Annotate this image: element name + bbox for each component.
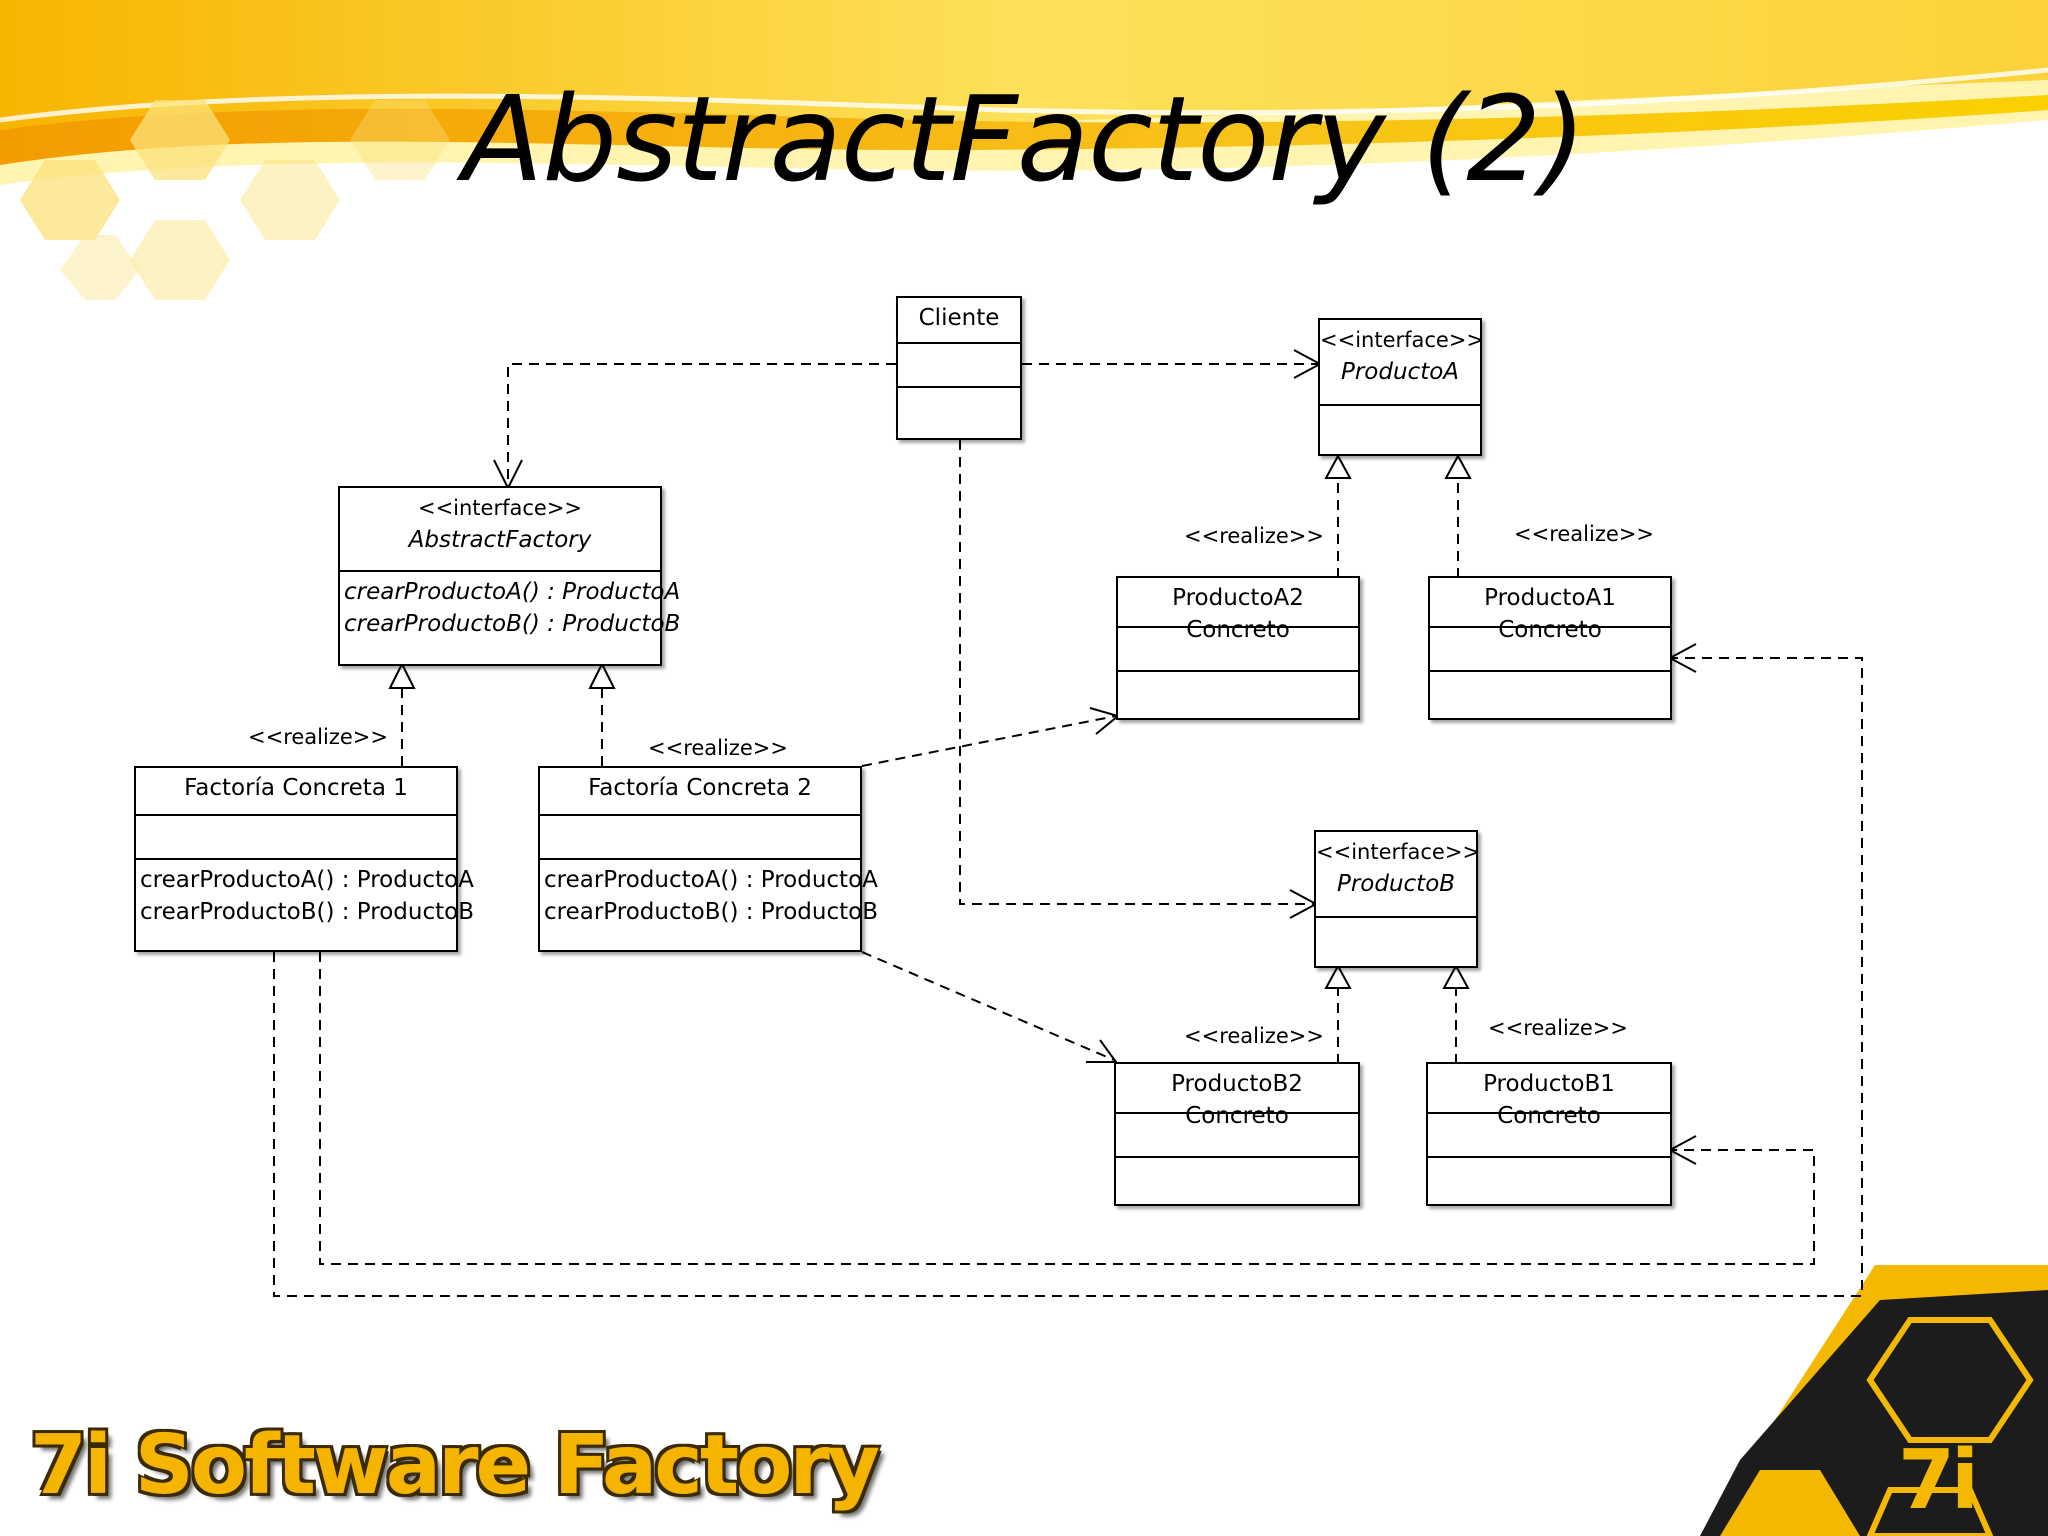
triangle-a1 — [1444, 453, 1472, 479]
realize-label: <<realize>> — [1184, 1024, 1324, 1048]
stereotype-label: <<interface>> — [1320, 328, 1485, 352]
corner-logo-text: 7i — [1898, 1433, 1979, 1528]
operation: crearProductoB() : ProductoB — [140, 899, 474, 925]
operation: crearProductoA() : ProductoA — [344, 579, 681, 605]
class-productoA1-concreto: ProductoA1 Concreto — [1428, 576, 1672, 720]
interface-productoB-name: ProductoB — [1336, 871, 1456, 897]
class-factoria-concreta-2: Factoría Concreta 2 crearProductoA() : P… — [538, 766, 878, 952]
interface-productoB: <<interface>> ProductoB — [1314, 830, 1481, 968]
triangle-b2 — [1324, 963, 1352, 989]
realize-label: <<realize>> — [648, 736, 788, 760]
class-factoria1-name: Factoría Concreta 1 — [184, 775, 408, 801]
hexagon-pattern-top — [20, 100, 450, 300]
interface-abstractfactory: <<interface>> AbstractFactory crearProdu… — [338, 486, 681, 666]
corner-hex-logo — [1700, 1265, 2048, 1536]
class-cliente-name: Cliente — [918, 305, 1000, 331]
class-productoA1-name: ProductoA1 Concreto — [1484, 585, 1616, 643]
brand-logo-text: 7i Software Factory — [30, 1418, 880, 1513]
class-factoria-concreta-1: Factoría Concreta 1 crearProductoA() : P… — [134, 766, 474, 952]
header-swoosh — [0, 0, 2048, 185]
triangle-f1 — [388, 661, 416, 689]
dep-factoria2-productoA2 — [861, 715, 1117, 767]
stereotype-label: <<interface>> — [1316, 840, 1481, 864]
stereotype-label: <<interface>> — [417, 496, 583, 520]
class-productoB1-name: ProductoB1 Concreto — [1483, 1071, 1615, 1129]
interface-productoA: <<interface>> ProductoA — [1318, 318, 1485, 456]
class-productoA2-name: ProductoA2 Concreto — [1172, 585, 1304, 643]
class-productoA2-concreto: ProductoA2 Concreto — [1116, 576, 1360, 720]
arrowhead-productoA2 — [1089, 707, 1121, 735]
operations-list: crearProductoA() : ProductoA crearProduc… — [340, 570, 681, 664]
realize-label: <<realize>> — [1488, 1016, 1628, 1040]
dep-factoria1-productoB1 — [319, 952, 1815, 1265]
dep-factoria2-productoB2 — [861, 951, 1115, 1061]
dep-cliente-abstractfactory — [507, 363, 896, 486]
class-productoB2-name: ProductoB2 Concreto — [1171, 1071, 1303, 1129]
class-productoB1-concreto: ProductoB1 Concreto — [1426, 1062, 1672, 1206]
realize-label: <<realize>> — [1514, 522, 1654, 546]
arrowhead-productoB2 — [1086, 1039, 1118, 1063]
interface-productoA-name: ProductoA — [1340, 359, 1460, 385]
realize-label: <<realize>> — [1184, 524, 1324, 548]
class-factoria2-name: Factoría Concreta 2 — [588, 775, 812, 801]
realize-label: <<realize>> — [248, 725, 388, 749]
operations-list: crearProductoA() : ProductoA crearProduc… — [136, 858, 474, 950]
dep-factoria1-productoA1 — [273, 657, 1863, 1297]
triangle-a2 — [1324, 453, 1352, 479]
triangle-f2 — [588, 661, 616, 689]
class-cliente: Cliente — [896, 296, 1022, 440]
operation: crearProductoB() : ProductoB — [544, 899, 878, 925]
operation: crearProductoA() : ProductoA — [544, 867, 878, 893]
triangle-b1 — [1442, 963, 1470, 989]
interface-abstractfactory-name: AbstractFactory — [408, 527, 592, 553]
operation: crearProductoB() : ProductoB — [344, 611, 681, 637]
dep-cliente-productoB — [959, 440, 1314, 905]
operations-list: crearProductoA() : ProductoA crearProduc… — [540, 858, 878, 950]
operation: crearProductoA() : ProductoA — [140, 867, 474, 893]
class-productoB2-concreto: ProductoB2 Concreto — [1114, 1062, 1360, 1206]
slide-title: AbstractFactory (2) — [462, 70, 1587, 208]
